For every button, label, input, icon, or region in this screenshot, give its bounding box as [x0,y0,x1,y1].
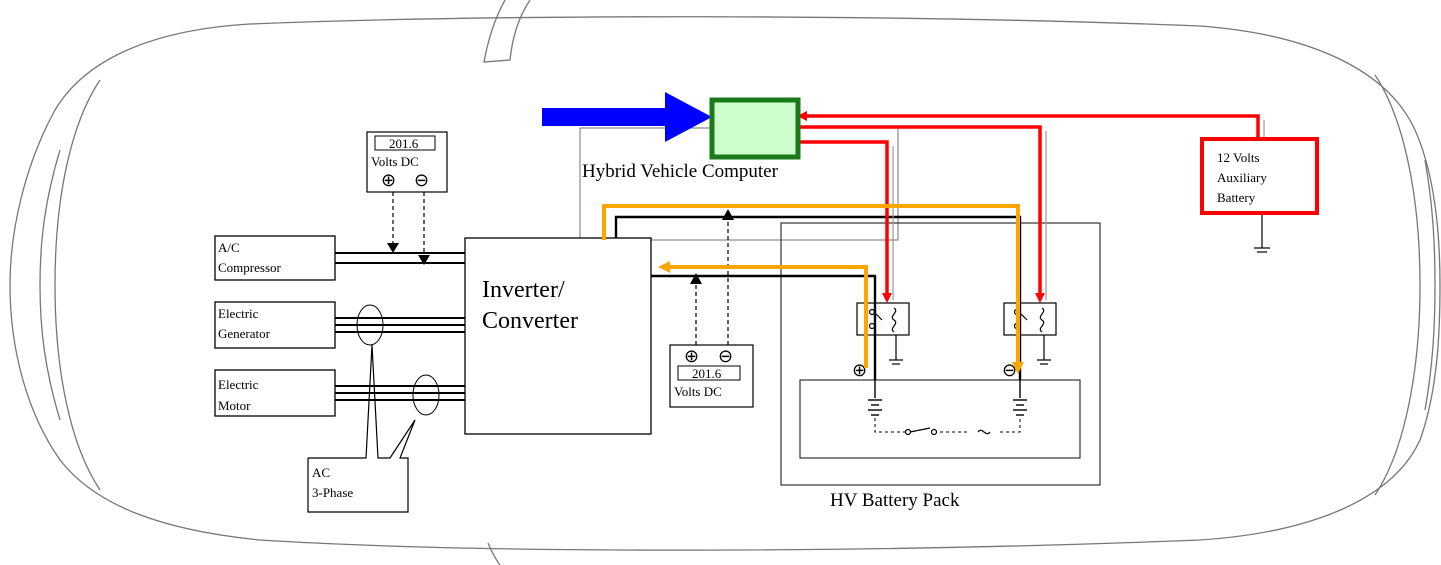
electric-motor-label-1: Electric [218,377,259,392]
aux-battery-label-2: Auxiliary [1217,170,1267,185]
voltmeter-bottom [669,344,754,408]
blue-input-arrow [542,92,712,142]
voltmeter-top-unit: Volts DC [371,154,419,169]
battery-cells-box [799,379,1081,459]
voltmeter-bottom-arrow-1 [690,273,702,284]
aux-battery-ground [1254,215,1270,253]
voltmeter-bottom-plus: ⊕ [684,346,699,366]
voltmeter-top-value: 201.6 [389,136,419,151]
battery-plus-terminal: ⊕ [852,360,867,380]
hv-computer-unit [709,97,801,160]
inverter-label-1: Inverter/ [482,277,565,303]
hv-battery-pack-label: HV Battery Pack [830,490,960,511]
relay-left [856,302,910,365]
battery-fuse-switch [904,427,991,436]
ac-3phase-callout [307,344,416,513]
relay-right [1003,302,1057,365]
hv-computer-label: Hybrid Vehicle Computer [582,161,779,182]
inverter-converter-box [464,237,652,435]
ac-compressor-box [214,235,336,281]
voltmeter-top [366,131,448,193]
hv-main-lines [614,215,1022,380]
generator-phase-marker [356,304,384,346]
electric-motor-label-2: Motor [218,398,251,413]
hv-battery-pack-box [780,222,1101,486]
power-lines [335,252,465,401]
electric-generator-label-2: Generator [218,326,271,341]
ac-3phase-label-1: AC [312,465,330,480]
electric-generator-label-1: Electric [218,306,259,321]
aux-battery-label-3: Battery [1217,190,1256,205]
battery-internal-circuit [874,418,1021,433]
voltmeter-bottom-arrow-2 [722,209,734,220]
voltmeter-bottom-display [677,365,741,381]
aux-battery-label-1: 12 Volts [1217,150,1260,165]
red-control-lines [797,111,1260,303]
control-line-shadows [892,120,1265,300]
ac-compressor-label-2: Compressor [218,260,282,275]
ac-3phase-label-2: 3-Phase [312,485,353,500]
voltmeter-top-leads [392,192,425,256]
aux-battery-box [1200,137,1319,215]
voltmeter-top-plus: ⊕ [381,170,396,190]
motor-phase-marker [412,374,440,416]
car-outline [9,0,1441,565]
battery-cells [868,380,1027,416]
inverter-label-2: Converter [482,308,578,334]
voltmeter-bottom-value: 201.6 [692,366,722,381]
voltmeter-top-arrow-2 [418,255,430,265]
voltmeter-top-minus: ⊖ [414,170,429,190]
voltmeter-bottom-unit: Volts DC [674,384,722,399]
voltmeter-top-arrow-1 [387,243,399,253]
voltmeter-top-display [374,135,436,151]
ac-compressor-label-1: A/C [218,240,240,255]
battery-minus-terminal: ⊖ [1002,360,1017,380]
voltmeter-bottom-minus: ⊖ [718,346,733,366]
voltmeter-bottom-leads [695,218,729,345]
orange-power-flow [602,204,1024,374]
